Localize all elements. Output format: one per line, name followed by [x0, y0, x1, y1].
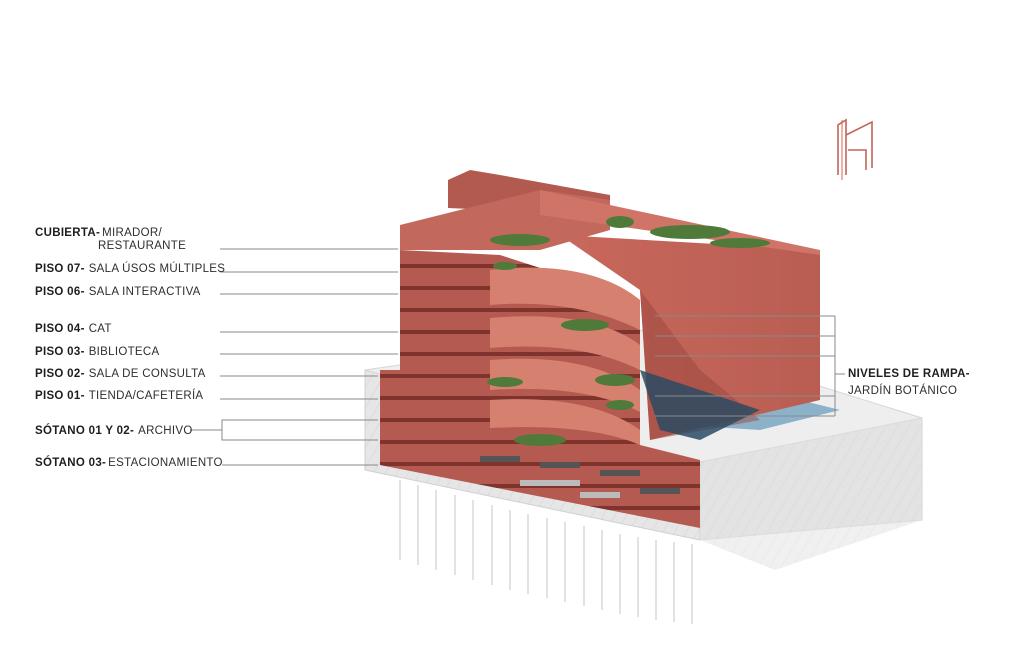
ramp-subtitle: JARDÍN BOTÁNICO — [848, 385, 958, 397]
basement-parking — [480, 456, 680, 498]
space-estacionamiento: ESTACIONAMIENTO — [108, 457, 223, 469]
space-piso-07: SALA ÚSOS MÚLTIPLES — [88, 263, 226, 275]
label-sotano-03: SÓTANO 03-ESTACIONAMIENTO — [35, 456, 223, 470]
label-sotano-01-02: SÓTANO 01 Y 02-ARCHIVO — [35, 424, 193, 438]
level-piso-06: PISO 06- — [35, 286, 85, 298]
space-piso-06: SALA INTERACTIVA — [88, 286, 201, 298]
level-piso-03: PISO 03- — [35, 346, 85, 358]
building-section — [380, 170, 820, 528]
ramp-title: NIVELES DE RAMPA- — [848, 368, 970, 380]
level-piso-02: PISO 02- — [35, 368, 85, 380]
space-restaurante: RESTAURANTE — [98, 240, 187, 252]
label-piso-01: PISO 01-TIENDA/CAFETERÍA — [35, 389, 203, 403]
level-piso-04: PISO 04- — [35, 323, 85, 335]
foundation-piles — [399, 480, 693, 624]
leader-lines — [190, 248, 845, 466]
level-piso-01: PISO 01- — [35, 390, 85, 402]
label-cubierta: CUBIERTA-MIRADOR/ — [35, 226, 162, 240]
space-piso-03: BIBLIOTECA — [88, 346, 160, 358]
space-piso-02: SALA DE CONSULTA — [88, 368, 206, 380]
space-piso-04: CAT — [88, 323, 112, 335]
label-piso-04: PISO 04-CAT — [35, 322, 112, 336]
level-sotano-03: SÓTANO 03- — [35, 457, 107, 469]
label-ramp-subtitle: JARDÍN BOTÁNICO — [848, 384, 957, 398]
h-monogram-logo — [837, 118, 873, 180]
level-piso-07: PISO 07- — [35, 263, 85, 275]
label-piso-03: PISO 03-BIBLIOTECA — [35, 345, 159, 359]
space-piso-01: TIENDA/CAFETERÍA — [88, 390, 204, 402]
terracotta-wall — [560, 235, 820, 440]
level-sotano-01-02: SÓTANO 01 Y 02- — [35, 425, 135, 437]
label-cubierta-line2: RESTAURANTE — [98, 239, 186, 253]
space-mirador: MIRADOR/ — [102, 227, 162, 239]
level-cubierta: CUBIERTA- — [35, 227, 101, 239]
plants — [487, 216, 770, 446]
label-ramp-title: NIVELES DE RAMPA- — [848, 367, 970, 381]
label-piso-07: PISO 07-SALA ÚSOS MÚLTIPLES — [35, 262, 225, 276]
label-piso-02: PISO 02-SALA DE CONSULTA — [35, 367, 206, 381]
space-archivo: ARCHIVO — [138, 425, 193, 437]
label-piso-06: PISO 06-SALA INTERACTIVA — [35, 285, 201, 299]
